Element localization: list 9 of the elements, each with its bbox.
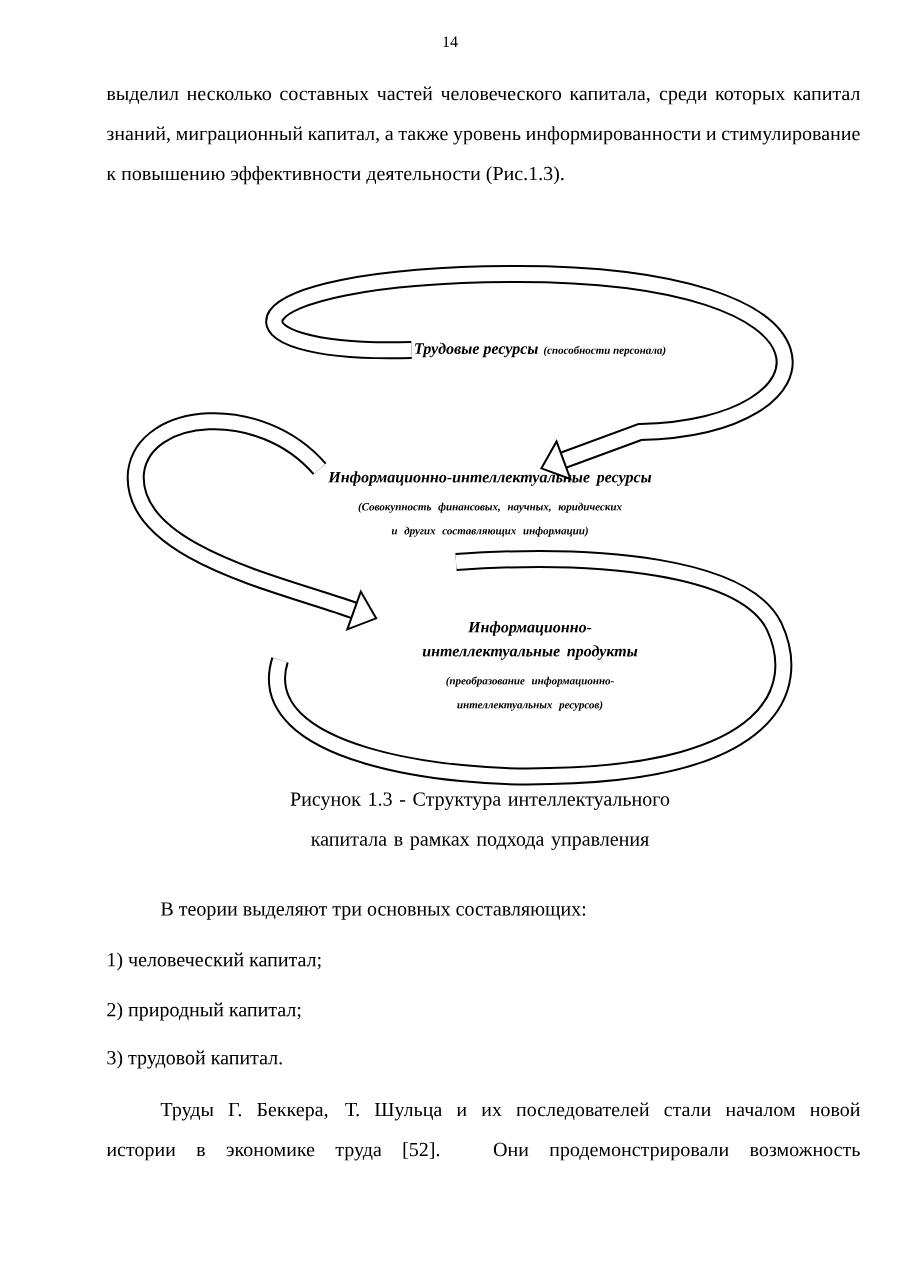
page-number: 14 (443, 36, 458, 47)
list-item: 1) человеческий капитал; (108, 952, 321, 971)
figure-caption: Рисунок 1.3 - Структура интеллектуального капитала в рамках подхода управления (290, 792, 670, 850)
list-item: 2) природный капитал; (107, 1002, 301, 1021)
paragraph: выделил несколько составных частей человеческого капитала, среди которых капитал знаний, миграционный капитал, а также уровень информированности и стимулирование к повышению эффективности деятельности (Рис.1.3). (106, 86, 860, 185)
curved-arrow (267, 265, 793, 481)
paragraph: Труды Г. Беккера, Т. Шульца и их последователей стали началом новой истории в экономике труда [52]. Они продемонстрировали возможность (106, 1102, 860, 1161)
list-item: 3) трудовой капитал. (107, 1050, 282, 1069)
paragraph: В теории выделяют три основных составляющих: (160, 902, 586, 920)
